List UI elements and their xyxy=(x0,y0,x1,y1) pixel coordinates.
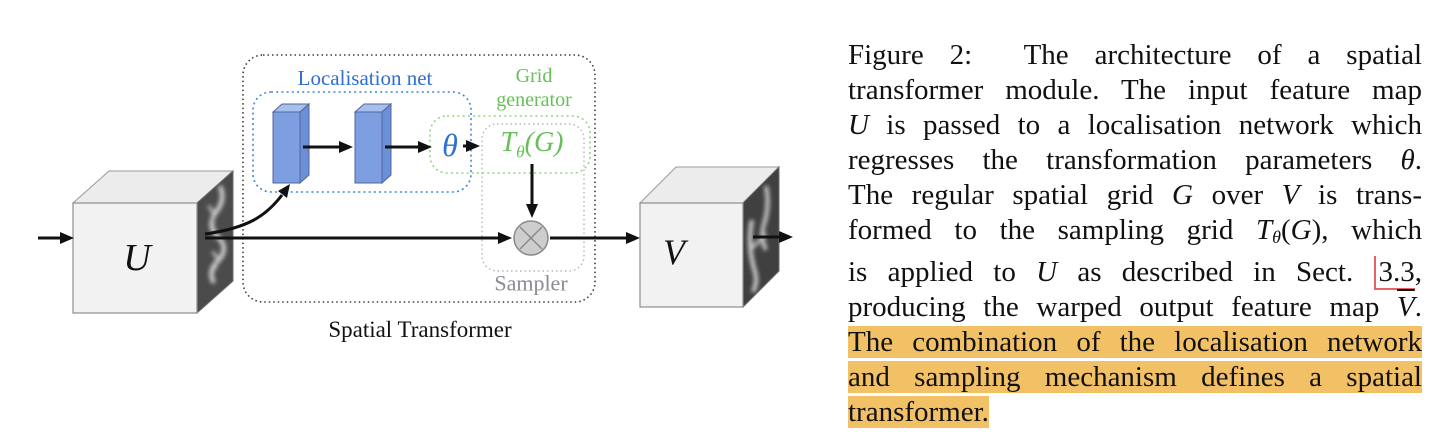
caption-segment: T xyxy=(1255,214,1273,246)
caption-segment: is trans- xyxy=(1299,179,1422,211)
caption-segment: transformer. xyxy=(848,395,989,428)
sampler-label: Sampler xyxy=(494,270,568,296)
arrow-u-sampler xyxy=(205,232,512,244)
input-cube-label: U xyxy=(123,237,151,280)
caption-segment: G xyxy=(1290,214,1312,246)
caption-segment: V xyxy=(1281,179,1300,211)
caption-segment: . xyxy=(1414,144,1422,176)
caption-segment: producing the warped output feature map xyxy=(848,290,1398,323)
caption-segment: is passed to a localisation network whic… xyxy=(868,109,1422,141)
caption-segment: U xyxy=(1036,255,1058,288)
caption-segment: regresses the transformation parameters xyxy=(848,144,1401,176)
spatial-transformer-diagram xyxy=(38,54,793,315)
caption-segment: ), which xyxy=(1311,214,1422,246)
grid-generator-label-line1: Grid xyxy=(515,65,553,87)
caption-segment: The combination of the localisation netw… xyxy=(848,325,1422,358)
flow-arrows xyxy=(38,140,793,244)
conv-bar-2 xyxy=(353,102,393,185)
grid-generator-label-line2: generator xyxy=(496,89,572,111)
theta-symbol: θ xyxy=(442,127,458,164)
caption-line: regresses the transformation parameters … xyxy=(848,143,1422,178)
caption-segment: transformer module. The input feature ma… xyxy=(848,74,1422,106)
arrow-bar1-bar2 xyxy=(303,141,353,153)
caption-segment: G xyxy=(1172,179,1193,211)
arrow-u-localisation xyxy=(204,184,290,236)
arrow-transform-sampler xyxy=(526,164,538,218)
caption-segment: θ xyxy=(1272,226,1281,247)
output-arrow xyxy=(753,231,793,243)
sampler-box xyxy=(481,123,585,272)
caption-line-highlighted: and sampling mechanism defines a spatial xyxy=(848,360,1422,395)
sampler-circle-icon xyxy=(513,220,549,256)
transform-grid-arg: (G) xyxy=(524,127,564,159)
caption-segment: . xyxy=(1414,290,1422,323)
localisation-net-label: Localisation net xyxy=(297,65,433,90)
grid-generator-box xyxy=(429,115,591,174)
caption-segment: is applied to xyxy=(848,255,1037,288)
caption-segment: The regular spatial grid xyxy=(848,179,1173,211)
transform-T: T xyxy=(500,127,517,159)
caption-line: producing the warped output feature map … xyxy=(848,290,1422,325)
caption-segment: as described in Sect. xyxy=(1057,255,1374,288)
grid-generator-label: Grid generator xyxy=(474,64,594,112)
spatial-transformer-box xyxy=(242,54,596,303)
caption-line: formed to the sampling grid Tθ(G), which xyxy=(848,213,1422,255)
caption-line-highlighted: The combination of the localisation netw… xyxy=(848,325,1422,360)
caption-line: Figure 2: The architecture of a spatial xyxy=(848,38,1422,73)
input-cube xyxy=(71,169,235,315)
caption-segment: ( xyxy=(1280,214,1291,246)
caption-line: transformer module. The input feature ma… xyxy=(848,73,1422,108)
caption-segment: V xyxy=(1397,290,1415,323)
sampling-grid-symbol: Tθ(G) xyxy=(501,128,564,162)
caption-segment: and sampling mechanism defines a spatial xyxy=(848,360,1422,393)
caption-segment: , xyxy=(1414,255,1422,288)
section-reference[interactable]: 3.3 xyxy=(1373,255,1415,290)
conv-bar-1 xyxy=(271,102,311,185)
figure-caption: Figure 2: The architecture of a spatial … xyxy=(848,38,1422,430)
caption-segment: U xyxy=(848,109,869,141)
output-cube-label: V xyxy=(663,232,685,273)
caption-segment: Figure 2: The architecture of a spatial xyxy=(848,39,1422,71)
caption-segment: θ xyxy=(1400,144,1415,176)
arrow-bar2-theta xyxy=(385,141,432,153)
output-cube xyxy=(638,165,781,309)
caption-line: is applied to U as described in Sect. 3.… xyxy=(848,255,1422,290)
spatial-transformer-label: Spatial Transformer xyxy=(328,316,512,342)
input-arrow xyxy=(38,232,74,244)
transform-theta-subscript: θ xyxy=(516,142,525,162)
caption-line: The regular spatial grid G over V is tra… xyxy=(848,178,1422,213)
caption-segment: formed to the sampling grid xyxy=(848,214,1256,246)
arrow-sampler-v xyxy=(550,232,640,244)
caption-line: U is passed to a localisation network wh… xyxy=(848,108,1422,143)
caption-segment: over xyxy=(1192,179,1282,211)
arrow-theta-transform xyxy=(463,140,480,152)
caption-line-highlighted: transformer. xyxy=(848,395,1422,430)
